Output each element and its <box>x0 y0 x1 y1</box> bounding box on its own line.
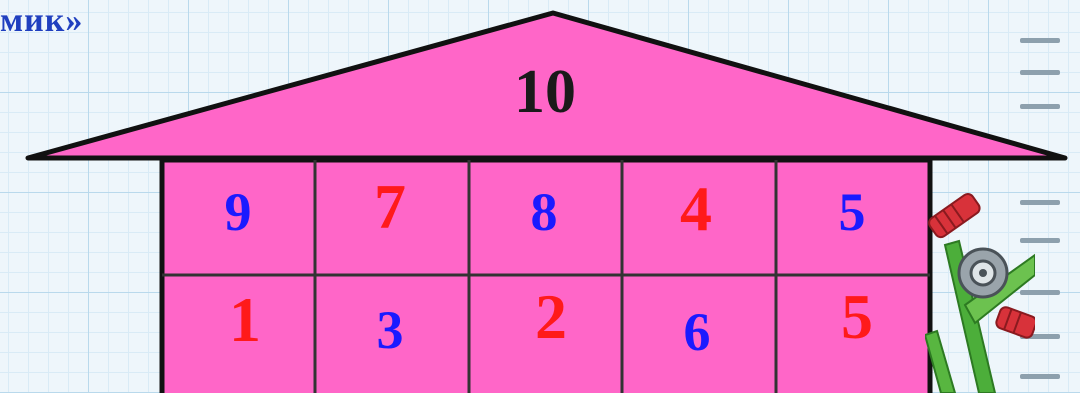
cell-r2-c3: 2 <box>535 281 567 352</box>
cell-r2-c5: 5 <box>841 281 873 352</box>
toy-construction-icon <box>925 185 1035 393</box>
roof-number: 10 <box>514 58 576 126</box>
cell-r2-c4: 6 <box>684 302 711 362</box>
cell-r2-c1: 1 <box>229 284 261 355</box>
cell-r1-c5: 5 <box>839 182 866 242</box>
cell-r1-c4: 4 <box>680 173 712 244</box>
cell-r1-c3: 8 <box>531 182 558 242</box>
cell-r2-c2: 3 <box>377 300 404 360</box>
cell-r1-c1: 9 <box>225 182 252 242</box>
cell-r1-c2: 7 <box>374 171 406 242</box>
